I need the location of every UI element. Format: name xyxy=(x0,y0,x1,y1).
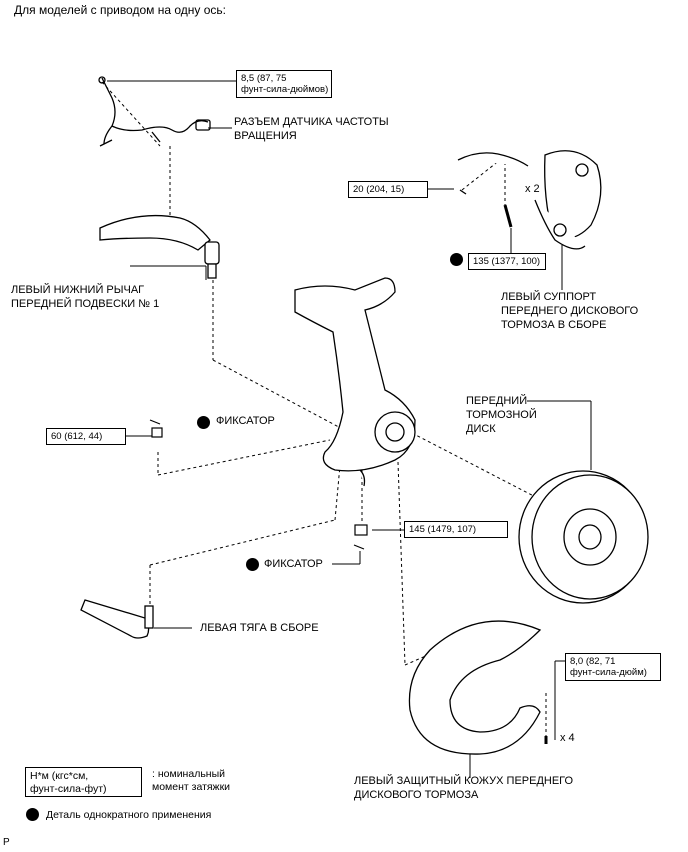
qty-cover-bolts: x 4 xyxy=(560,732,575,744)
label-line: ЛЕВЫЙ СУППОРТ xyxy=(501,291,597,303)
label-line: ПЕРЕДНЕЙ ПОДВЕСКИ № 1 xyxy=(11,298,160,310)
torque-unit: фунт-сила-дюйм) xyxy=(570,667,647,678)
label-clip-lower: ФИКСАТОР xyxy=(264,558,323,570)
label-tie-rod: ЛЕВАЯ ТЯГА В СБОРЕ xyxy=(200,622,319,634)
label-line: ТОРМОЗНОЙ xyxy=(466,409,537,421)
label-line: ПЕРЕДНИЙ xyxy=(466,395,528,407)
label-dust-cover: ЛЕВЫЙ ЗАЩИТНЫЙ КОЖУХ ПЕРЕДНЕГО ДИСКОВОГО… xyxy=(354,774,573,802)
label-line: РАЗЪЕМ ДАТЧИКА ЧАСТОТЫ xyxy=(234,116,389,128)
label-speed-sensor-connector: РАЗЪЕМ ДАТЧИКА ЧАСТОТЫ ВРАЩЕНИЯ xyxy=(234,115,389,143)
qty-caliper-bolts: x 2 xyxy=(525,183,540,195)
torque-value: 8,0 (82, 71 xyxy=(570,656,616,667)
label-clip-upper: ФИКСАТОР xyxy=(216,415,275,427)
legend-line: момент затяжки xyxy=(152,781,231,793)
torque-caliper-bracket: 20 (204, 15) xyxy=(348,181,428,198)
label-line: ВРАЩЕНИЯ xyxy=(234,130,297,142)
non-reusable-icon xyxy=(246,558,259,571)
torque-caliper-bolt: 135 (1377, 100) xyxy=(468,253,546,270)
torque-tie-rod-nut: 145 (1479, 107) xyxy=(404,521,508,538)
label-lower-arm: ЛЕВЫЙ НИЖНИЙ РЫЧАГ ПЕРЕДНЕЙ ПОДВЕСКИ № 1 xyxy=(11,283,159,311)
torque-sensor-bolt: 8,5 (87, 75 фунт-сила-дюймов) xyxy=(236,70,332,98)
legend-unit-desc: : номинальный момент затяжки xyxy=(152,768,230,794)
tie-rod-drawing xyxy=(80,599,154,639)
legend-unit-box: Н*м (кгс*см, фунт-сила-фут) xyxy=(25,767,142,797)
torque-unit: фунт-сила-дюймов) xyxy=(241,84,329,95)
non-reusable-icon xyxy=(26,808,39,821)
label-line: ЛЕВЫЙ НИЖНИЙ РЫЧАГ xyxy=(11,284,145,296)
torque-lower-arm-nut: 60 (612, 44) xyxy=(46,428,126,445)
fasteners xyxy=(149,419,368,550)
caliper-drawing xyxy=(457,150,602,250)
legend-line: Н*м (кгс*см, xyxy=(30,770,89,782)
legend-line: фунт-сила-фут) xyxy=(30,783,107,795)
page-title: Для моделей с приводом на одну ось: xyxy=(14,3,226,17)
non-reusable-icon xyxy=(450,253,463,266)
torque-value: 8,5 (87, 75 xyxy=(241,73,287,84)
label-brake-disc: ПЕРЕДНИЙ ТОРМОЗНОЙ ДИСК xyxy=(466,394,537,436)
label-line: ЛЕВЫЙ ЗАЩИТНЫЙ КОЖУХ ПЕРЕДНЕГО xyxy=(354,775,574,787)
dust-cover-drawing xyxy=(408,620,548,755)
legend-non-reusable: Деталь однократного применения xyxy=(46,809,212,821)
lower-arm-drawing xyxy=(99,214,220,279)
figure-code: P xyxy=(3,837,10,848)
non-reusable-icon xyxy=(197,416,210,429)
label-line: ДИСК xyxy=(466,423,496,435)
label-line: ТОРМОЗА В СБОРЕ xyxy=(501,319,607,331)
label-caliper: ЛЕВЫЙ СУППОРТ ПЕРЕДНЕГО ДИСКОВОГО ТОРМОЗ… xyxy=(501,290,638,332)
torque-cover-bolt: 8,0 (82, 71 фунт-сила-дюйм) xyxy=(565,653,661,681)
label-line: ДИСКОВОГО ТОРМОЗА xyxy=(354,789,479,801)
label-line: ПЕРЕДНЕГО ДИСКОВОГО xyxy=(501,305,639,317)
speed-sensor-harness xyxy=(98,76,211,147)
legend-line: : номинальный xyxy=(152,768,226,780)
steering-knuckle-drawing xyxy=(294,277,416,487)
brake-disc-drawing xyxy=(518,470,649,604)
